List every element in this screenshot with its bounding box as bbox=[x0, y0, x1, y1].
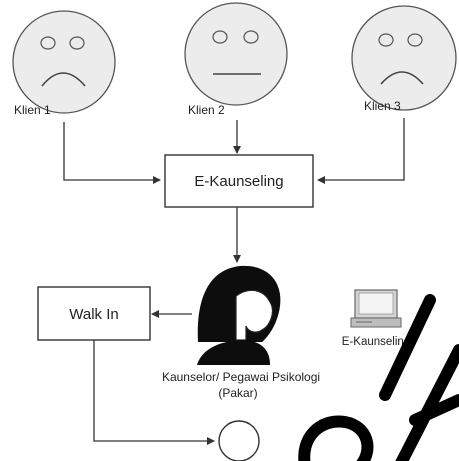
walk-in-box bbox=[37, 286, 151, 341]
walkin-to-end-connector bbox=[93, 340, 215, 445]
client-2-label: Klien 2 bbox=[188, 103, 225, 117]
client-1-connector bbox=[63, 122, 161, 184]
computer-icon bbox=[350, 289, 402, 328]
counselor-person-icon bbox=[197, 265, 281, 365]
client-2-neutral-face-icon bbox=[184, 2, 288, 106]
walk-in-box-label: Walk In bbox=[69, 306, 118, 323]
watermark-logo bbox=[298, 294, 459, 461]
end-node-circle bbox=[218, 420, 260, 461]
e-kaunseling-box-label: E-Kaunseling bbox=[194, 173, 283, 190]
counselor-label-line-1: Kaunselor/ Pegawai Psikologi bbox=[162, 370, 320, 384]
client-1-label: Klien 1 bbox=[14, 103, 51, 117]
client-3-label: Klien 3 bbox=[364, 99, 401, 113]
e-kaunseling-box bbox=[164, 154, 314, 208]
client-1-sad-face-icon bbox=[12, 10, 116, 114]
computer-label: E-Kaunseling bbox=[342, 336, 410, 348]
counselor-label-line-2: (Pakar) bbox=[218, 386, 257, 400]
client-3-connector bbox=[317, 118, 405, 184]
client-3-sad-face-icon bbox=[351, 5, 457, 111]
